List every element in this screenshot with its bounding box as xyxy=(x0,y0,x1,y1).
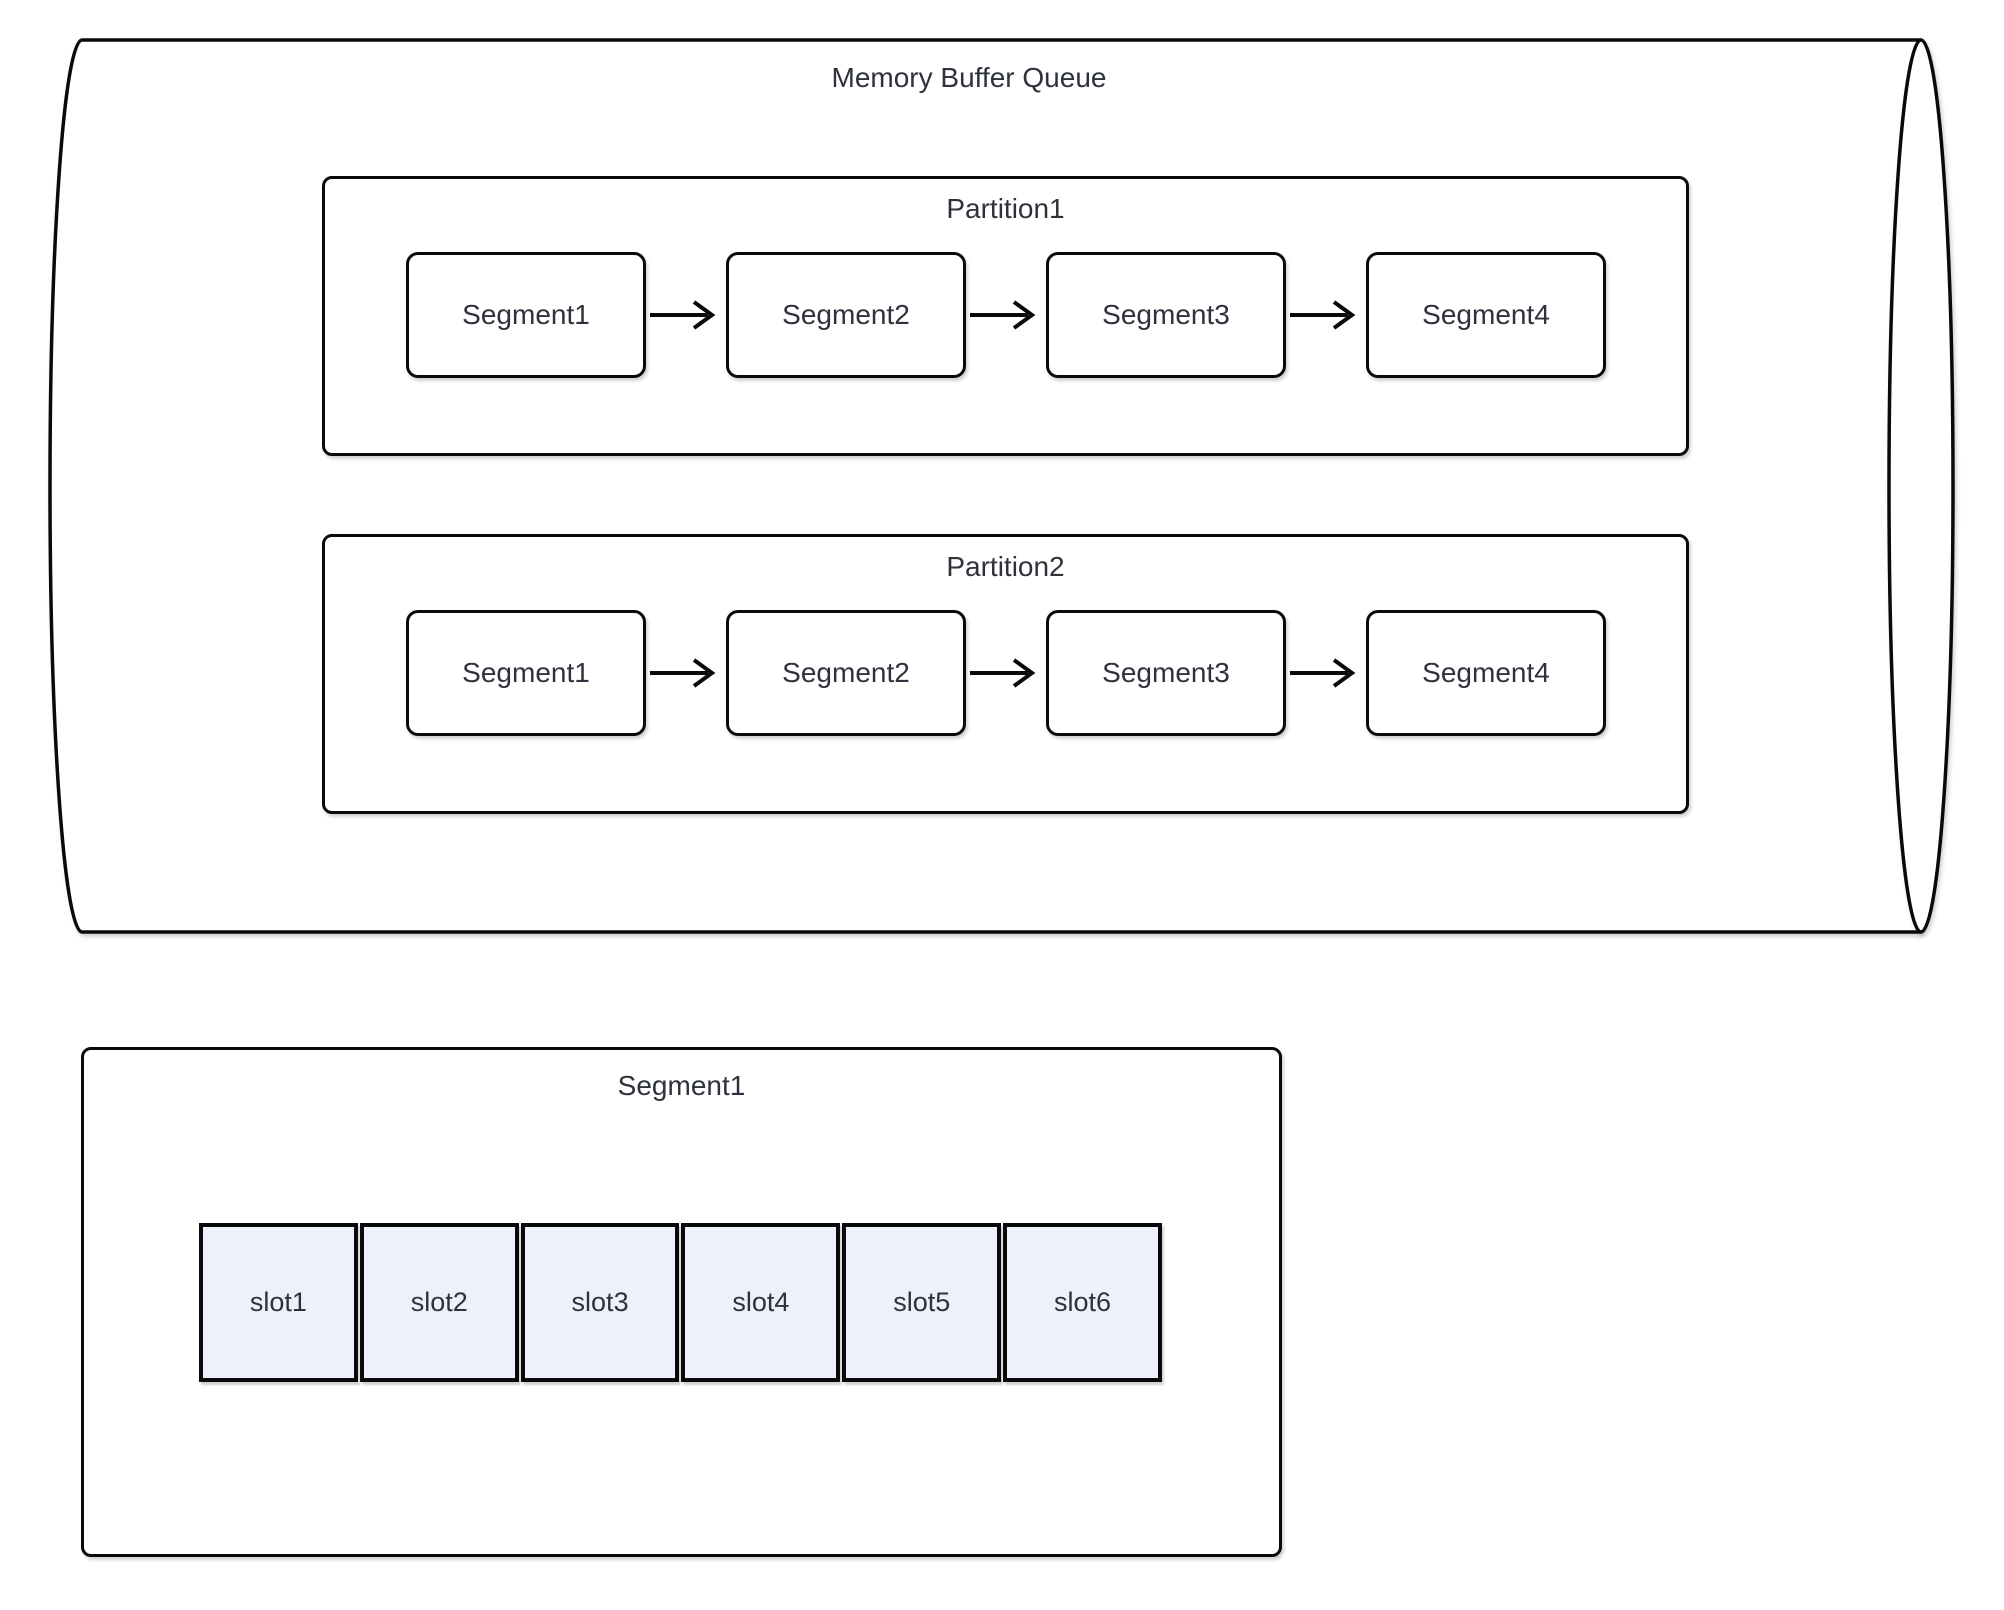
arrow-right-icon xyxy=(1290,300,1356,330)
slot4-cell: slot4 xyxy=(681,1223,841,1382)
arrow-right-icon xyxy=(650,658,716,688)
partition2-segment2-node: Segment2 xyxy=(726,610,966,736)
partition1-title: Partition1 xyxy=(946,193,1065,224)
arrow-right-icon xyxy=(650,300,716,330)
partition1-segment3-node: Segment3 xyxy=(1046,252,1286,378)
slot1-cell: slot1 xyxy=(199,1223,358,1382)
partition2-box: Partition2 Segment1 Segment2 Segment3 Se… xyxy=(322,534,1689,814)
partition1-segment2-node: Segment2 xyxy=(726,252,966,378)
arrow-right-icon xyxy=(1290,658,1356,688)
arrow-right-icon xyxy=(970,300,1036,330)
queue-title: Memory Buffer Queue xyxy=(831,62,1107,93)
segment1-detail-box: Segment1 slot1 slot2 slot3 slot4 slot5 s… xyxy=(81,1047,1282,1557)
segment1-detail-title: Segment1 xyxy=(617,1070,746,1101)
partition2-segment4-node: Segment4 xyxy=(1366,610,1606,736)
arrow-right-icon xyxy=(970,658,1036,688)
slot-row: slot1 slot2 slot3 slot4 slot5 slot6 xyxy=(199,1223,1162,1382)
partition1-box: Partition1 Segment1 Segment2 Segment3 Se… xyxy=(322,176,1689,456)
slot6-cell: slot6 xyxy=(1003,1223,1162,1382)
partition1-segment1-node: Segment1 xyxy=(406,252,646,378)
partition1-segment4-node: Segment4 xyxy=(1366,252,1606,378)
partition2-segment3-node: Segment3 xyxy=(1046,610,1286,736)
slot2-cell: slot2 xyxy=(359,1223,519,1382)
partition2-title: Partition2 xyxy=(946,551,1065,582)
slot3-cell: slot3 xyxy=(520,1223,680,1382)
slot5-cell: slot5 xyxy=(842,1223,1002,1382)
partition2-segment1-node: Segment1 xyxy=(406,610,646,736)
cylinder-end-cap xyxy=(1887,38,1955,934)
